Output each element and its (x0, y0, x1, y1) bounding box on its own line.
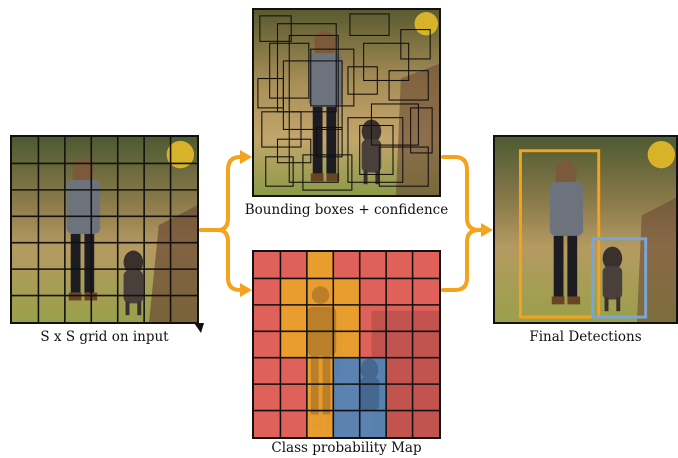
grid-overlay (254, 252, 439, 437)
person-class-region-top (306, 252, 334, 279)
brush (149, 205, 197, 322)
arrow-to-boxes (199, 155, 246, 232)
bounding-boxes-image (252, 8, 441, 197)
grid-caption: S x S grid on input (40, 329, 169, 345)
dog-figure (602, 246, 623, 312)
yellow-foliage (414, 11, 439, 36)
boxes-caption: Bounding boxes + confidence (244, 202, 449, 218)
arrowhead-boxes (240, 150, 252, 164)
bounding-boxes-scene (254, 10, 439, 195)
final-detections-scene (495, 137, 676, 322)
yellow-foliage (647, 140, 676, 169)
brush (636, 197, 676, 322)
woman-figure (549, 160, 584, 305)
person-detection-box (518, 149, 601, 319)
candidate-boxes (257, 13, 433, 191)
arrowhead-classmap (240, 283, 252, 297)
faded-figures (306, 286, 380, 415)
input-grid-scene (12, 137, 197, 322)
final-caption: Final Detections (529, 329, 642, 345)
input-grid-image (10, 135, 199, 324)
arrow-from-boxes (441, 155, 486, 232)
final-detections-image (493, 135, 678, 324)
class-probability-map (252, 250, 441, 439)
arrowhead-final (481, 223, 493, 237)
arrow-from-classmap (441, 228, 486, 292)
arrow-to-classmap (199, 228, 246, 292)
yellow-foliage (166, 140, 195, 169)
class-map-scene (254, 252, 439, 437)
classmap-caption: Class probability Map (271, 440, 422, 456)
person-class-region-legs (306, 357, 334, 437)
dog-detection-box (591, 237, 648, 319)
person-class-region (280, 278, 360, 358)
grid-overlay (12, 137, 197, 322)
